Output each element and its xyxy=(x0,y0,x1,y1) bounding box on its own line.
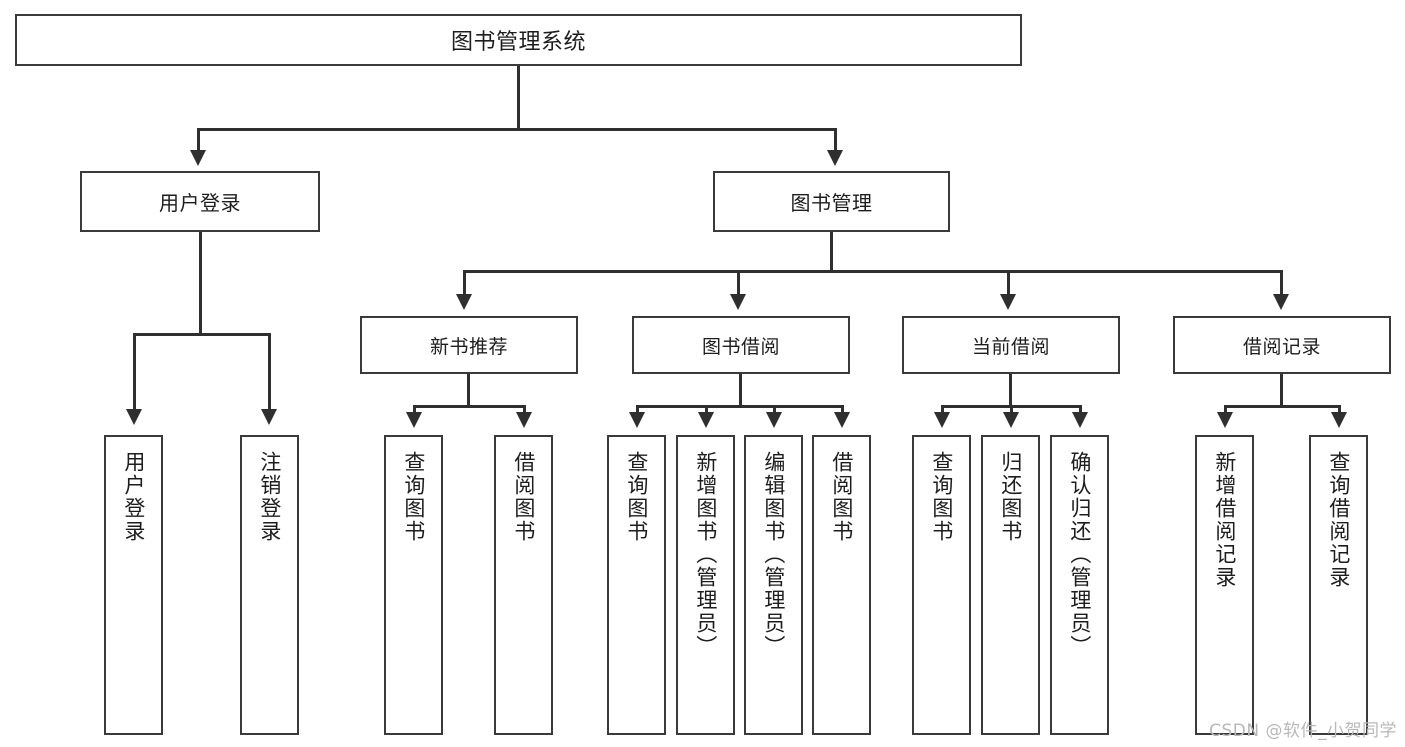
node-label: 确认归还（管理员） xyxy=(1067,451,1092,658)
connector-book-management-stem xyxy=(830,232,833,272)
node-root-book-management-system[interactable]: 图书管理系统 xyxy=(15,14,1022,66)
leaf-user-login-login[interactable]: 用户登录 xyxy=(104,435,163,735)
leaf-borrow-record-query[interactable]: 查询借阅记录 xyxy=(1309,435,1368,735)
arrow-icon-user-login-leaf-2 xyxy=(261,409,277,425)
connector-level2-bar xyxy=(463,270,1283,273)
node-current-borrow[interactable]: 当前借阅 xyxy=(902,316,1120,374)
leaf-current-borrow-return[interactable]: 归还图书 xyxy=(981,435,1040,735)
watermark: CSDN @软件_小贺同学 xyxy=(1209,721,1397,741)
node-label: 用户登录 xyxy=(121,451,146,543)
connector-new-book-recommend-bar xyxy=(413,405,523,408)
connector-book-borrow-branch-3 xyxy=(773,405,776,415)
arrow-icon-new-book-leaf-2 xyxy=(516,412,532,428)
arrow-icon-current-borrow-leaf-3 xyxy=(1072,412,1088,428)
node-label: 新书推荐 xyxy=(429,335,508,358)
connector-borrow-record-branch-2 xyxy=(1338,405,1341,415)
arrow-icon-to-borrow-record xyxy=(1273,294,1289,310)
node-label: 查询图书 xyxy=(401,451,426,543)
connector-user-login-bar xyxy=(133,333,268,336)
arrow-icon-current-borrow-leaf-2 xyxy=(1003,412,1019,428)
connector-borrow-record-stem xyxy=(1280,374,1283,408)
connector-book-borrow-bar xyxy=(636,405,842,408)
connector-current-borrow-stem xyxy=(1009,374,1012,408)
node-label: 查询借阅记录 xyxy=(1326,451,1351,589)
node-new-book-recommend[interactable]: 新书推荐 xyxy=(360,316,578,374)
node-book-management[interactable]: 图书管理 xyxy=(713,171,950,232)
connector-root-bar xyxy=(197,128,837,131)
connector-user-login-branch-1 xyxy=(133,333,136,413)
leaf-user-login-logout[interactable]: 注销登录 xyxy=(240,435,299,735)
connector-new-book-recommend-stem xyxy=(467,374,470,408)
arrow-icon-new-book-leaf-1 xyxy=(406,412,422,428)
node-label: 新增借阅记录 xyxy=(1212,451,1237,589)
leaf-book-borrow-edit-admin[interactable]: 编辑图书（管理员） xyxy=(744,435,803,735)
leaf-current-borrow-query[interactable]: 查询图书 xyxy=(912,435,971,735)
arrow-icon-borrow-record-leaf-1 xyxy=(1217,412,1233,428)
arrow-icon-to-book-management xyxy=(827,150,843,166)
connector-current-borrow-branch-1 xyxy=(941,405,944,415)
connector-new-book-branch-2 xyxy=(523,405,526,415)
arrow-icon-to-current-borrow xyxy=(1000,294,1016,310)
node-label: 查询图书 xyxy=(624,451,649,543)
node-label: 借阅记录 xyxy=(1242,335,1321,358)
connector-current-borrow-branch-2 xyxy=(1010,405,1013,415)
arrow-icon-borrow-record-leaf-2 xyxy=(1331,412,1347,428)
leaf-book-borrow-query[interactable]: 查询图书 xyxy=(607,435,666,735)
connector-borrow-record-bar xyxy=(1224,405,1338,408)
connector-book-borrow-branch-4 xyxy=(841,405,844,415)
node-label: 注销登录 xyxy=(257,451,282,543)
arrow-icon-book-borrow-leaf-1 xyxy=(629,412,645,428)
connector-root-stem xyxy=(517,66,520,130)
connector-to-new-book-recommend xyxy=(463,270,466,298)
connector-borrow-record-branch-1 xyxy=(1224,405,1227,415)
arrow-icon-to-book-borrow xyxy=(730,294,746,310)
node-book-borrow[interactable]: 图书借阅 xyxy=(632,316,850,374)
connector-current-borrow-branch-3 xyxy=(1079,405,1082,415)
arrow-icon-book-borrow-leaf-4 xyxy=(834,412,850,428)
connector-root-to-user-login xyxy=(197,128,200,154)
leaf-current-borrow-confirm-return-admin[interactable]: 确认归还（管理员） xyxy=(1050,435,1109,735)
connector-book-borrow-stem xyxy=(739,374,742,408)
connector-book-borrow-branch-1 xyxy=(636,405,639,415)
node-user-login[interactable]: 用户登录 xyxy=(80,171,320,232)
arrow-icon-user-login-leaf-1 xyxy=(126,409,142,425)
node-label: 新增图书（管理员） xyxy=(693,451,718,658)
connector-book-borrow-branch-2 xyxy=(705,405,708,415)
leaf-book-borrow-add-admin[interactable]: 新增图书（管理员） xyxy=(676,435,735,735)
connector-root-to-book-management xyxy=(834,128,837,154)
connector-to-borrow-record xyxy=(1280,270,1283,298)
connector-user-login-branch-2 xyxy=(268,333,271,413)
arrow-icon-current-borrow-leaf-1 xyxy=(934,412,950,428)
arrow-icon-book-borrow-leaf-3 xyxy=(766,412,782,428)
connector-to-current-borrow xyxy=(1007,270,1010,298)
connector-user-login-stem xyxy=(199,232,202,336)
arrow-icon-to-new-book-recommend xyxy=(456,294,472,310)
arrow-icon-to-user-login xyxy=(190,150,206,166)
leaf-borrow-record-add[interactable]: 新增借阅记录 xyxy=(1195,435,1254,735)
node-label: 查询图书 xyxy=(929,451,954,543)
node-label: 图书借阅 xyxy=(701,335,780,358)
leaf-new-book-query[interactable]: 查询图书 xyxy=(384,435,443,735)
node-borrow-record[interactable]: 借阅记录 xyxy=(1173,316,1391,374)
connector-to-book-borrow xyxy=(737,270,740,298)
node-label: 借阅图书 xyxy=(511,451,536,543)
node-label: 图书管理 xyxy=(790,191,873,215)
node-label: 借阅图书 xyxy=(829,451,854,543)
node-label: 用户登录 xyxy=(159,191,241,215)
node-label: 编辑图书（管理员） xyxy=(761,451,786,658)
leaf-new-book-borrow[interactable]: 借阅图书 xyxy=(494,435,553,735)
node-label: 当前借阅 xyxy=(971,335,1050,358)
arrow-icon-book-borrow-leaf-2 xyxy=(698,412,714,428)
node-label: 归还图书 xyxy=(998,451,1023,543)
leaf-book-borrow-borrow[interactable]: 借阅图书 xyxy=(812,435,871,735)
connector-new-book-branch-1 xyxy=(413,405,416,415)
node-label: 图书管理系统 xyxy=(450,30,586,55)
